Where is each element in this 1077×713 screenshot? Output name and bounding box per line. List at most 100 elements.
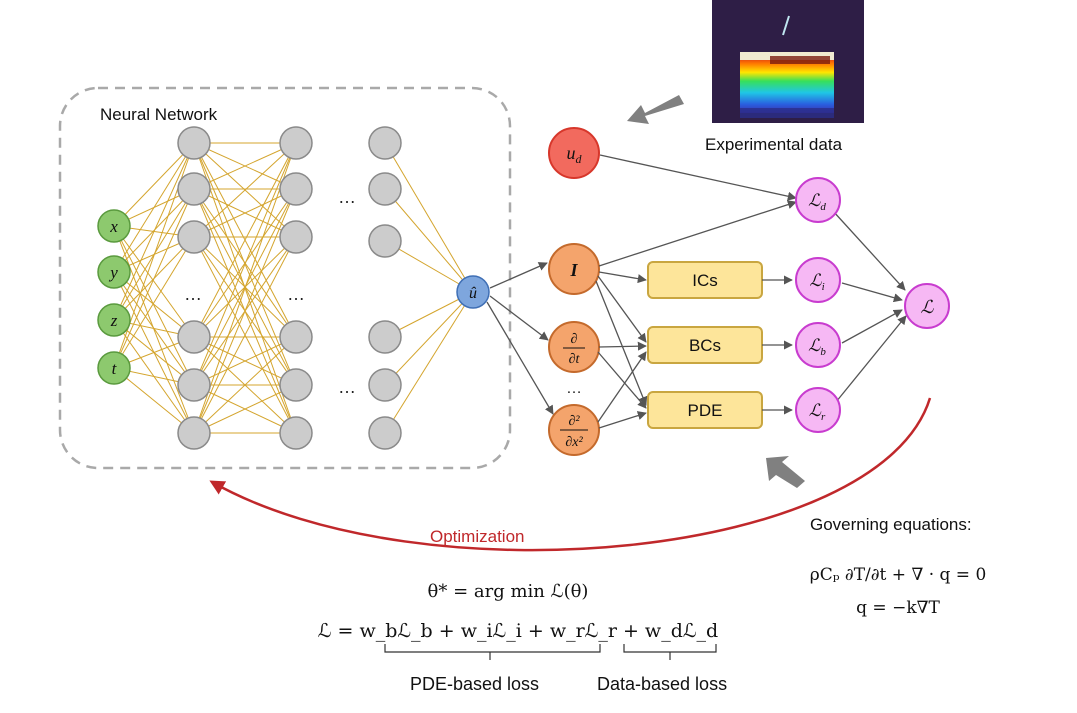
- network-connection: [193, 188, 297, 238]
- hidden-node-l3-5: [368, 368, 402, 402]
- network-connection: [384, 291, 474, 434]
- network-connection: [113, 225, 195, 386]
- pde-loss-brace-label: PDE-based loss: [410, 674, 539, 694]
- hidden-node-l1-1: [177, 126, 211, 160]
- network-connection: [193, 142, 297, 338]
- hidden-node-l2-2: [279, 172, 313, 206]
- data-loss-node: [795, 177, 841, 223]
- output-node: [456, 275, 490, 309]
- hidden-node-l3-1: [368, 126, 402, 160]
- ics-label: ICs: [692, 271, 718, 290]
- network-connection: [193, 188, 297, 434]
- network-connection: [113, 225, 195, 434]
- experimental-data-image: [712, 0, 864, 123]
- data-loss-label: ℒd: [808, 191, 826, 213]
- ic-loss-label: ℒi: [809, 271, 824, 293]
- input-node-t: [97, 351, 131, 385]
- network-connection: [113, 236, 195, 369]
- network-connection: [193, 384, 297, 434]
- pde-label: PDE: [688, 401, 723, 420]
- network-connection: [113, 225, 195, 338]
- neural-network-title: Neural Network: [100, 105, 218, 124]
- energy-equation: ρCₚ ∂T/∂t + ∇ · q = 0: [810, 565, 987, 585]
- input-layer: x y z t: [97, 209, 131, 385]
- input-label-z: z: [110, 311, 118, 330]
- bcs-label: BCs: [689, 336, 721, 355]
- total-loss-node: [904, 283, 950, 329]
- experimental-data-caption: Experimental data: [705, 135, 843, 154]
- pde-loss-node: [795, 387, 841, 433]
- input-node-y: [97, 255, 131, 289]
- network-connection: [113, 367, 195, 434]
- identity-operator-label: I: [569, 260, 578, 280]
- governing-equations-title: Governing equations:: [810, 515, 972, 534]
- data-loss-brace: [623, 644, 717, 660]
- ic-loss-node: [795, 257, 841, 303]
- hidden-node-l3-6: [368, 416, 402, 450]
- output-label: û: [469, 285, 477, 302]
- network-connection: [113, 142, 195, 273]
- network-connection: [384, 188, 474, 293]
- hidden-node-l1-3: [177, 220, 211, 254]
- network-connection: [113, 142, 195, 227]
- hidden-node-l2-3: [279, 220, 313, 254]
- time-derivative-numerator: ∂: [571, 332, 578, 347]
- hidden-node-l2-4: [279, 320, 313, 354]
- hidden-node-l1-5: [177, 368, 211, 402]
- layer-ellipsis-top: …: [338, 187, 356, 207]
- derivative-ellipsis: …: [566, 380, 582, 397]
- hidden-node-l1-6: [177, 416, 211, 450]
- hidden-node-l2-1: [279, 126, 313, 160]
- total-loss-label: ℒ: [921, 297, 935, 317]
- bc-loss-node: [795, 322, 841, 368]
- hidden-node-l1-2: [177, 172, 211, 206]
- network-connection: [113, 188, 195, 369]
- network-connection: [113, 271, 195, 338]
- network-connection: [193, 142, 297, 434]
- input-label-x: x: [109, 217, 118, 236]
- optimization-arrow: [209, 397, 932, 552]
- input-node-z: [97, 303, 131, 337]
- network-connection: [193, 236, 297, 434]
- hidden-layers: [177, 126, 402, 450]
- network-connection: [193, 336, 297, 386]
- network-connection: [193, 336, 297, 434]
- hidden-node-l3-3: [368, 224, 402, 258]
- pde-loss-label: ℒr: [809, 401, 826, 423]
- flow-arrows: [486, 154, 907, 429]
- bc-loss-label: ℒb: [808, 336, 826, 358]
- hidden-node-l2-6: [279, 416, 313, 450]
- data-loss-brace-label: Data-based loss: [597, 674, 727, 694]
- hidden-node-l2-5: [279, 368, 313, 402]
- identity-operator-node: [548, 243, 600, 295]
- network-connection: [384, 142, 474, 293]
- experimental-data-arrow: [627, 95, 684, 124]
- network-connection: [384, 240, 474, 293]
- second-derivative-denominator: ∂x²: [565, 435, 583, 450]
- network-connection: [113, 142, 195, 321]
- second-derivative-numerator: ∂²: [568, 414, 580, 429]
- layer-ellipsis-mid1: …: [184, 284, 202, 304]
- objective-equation: θ* = arg min ℒ(θ): [428, 581, 589, 602]
- total-loss-equation: ℒ = w_bℒ_b + w_iℒ_i + w_rℒ_r + w_dℒ_d: [318, 620, 718, 642]
- network-connection: [193, 142, 297, 386]
- pde-loss-brace: [384, 644, 601, 660]
- input-label-y: y: [108, 263, 118, 282]
- governing-equations-arrow: [766, 456, 805, 488]
- layer-ellipsis-mid2: …: [287, 284, 305, 304]
- optimization-label: Optimization: [430, 527, 524, 546]
- neural-network-frame: [58, 86, 512, 470]
- network-connection: [193, 142, 297, 190]
- time-derivative-denominator: ∂t: [569, 352, 581, 367]
- hidden-node-l3-2: [368, 172, 402, 206]
- input-node-x: [97, 209, 131, 243]
- hidden-node-l3-4: [368, 320, 402, 354]
- network-connection: [384, 291, 474, 386]
- network-connection: [193, 142, 297, 238]
- input-label-t: t: [112, 359, 118, 378]
- hidden-node-l1-4: [177, 320, 211, 354]
- layer-ellipsis-bottom: …: [338, 377, 356, 397]
- data-node: [548, 127, 600, 179]
- data-node-label: ud: [567, 143, 583, 166]
